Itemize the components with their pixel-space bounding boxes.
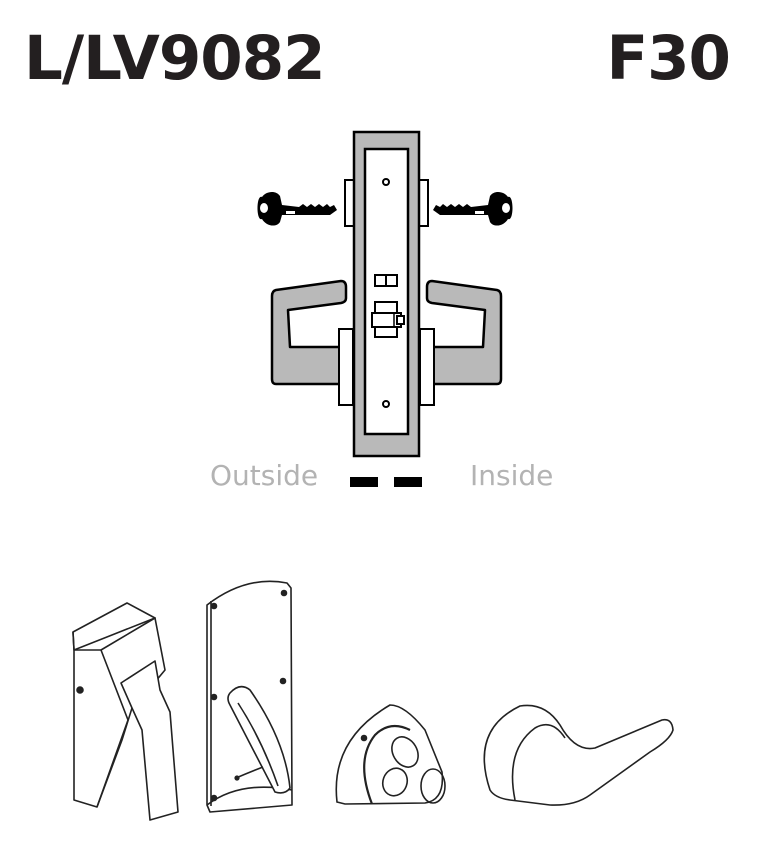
latch-bolt-icon	[371, 301, 405, 338]
inside-lever	[425, 279, 503, 386]
mortise-lock-body	[352, 130, 421, 458]
screw-hole-icon	[382, 400, 390, 408]
lever-rose-illustration	[483, 704, 674, 806]
exit-device-trim-illustration	[72, 602, 179, 821]
door-edge-marker-right	[394, 477, 422, 487]
model-number-title: L/LV9082	[24, 23, 326, 94]
outside-lever	[270, 279, 348, 386]
screw-hole-icon	[382, 178, 390, 186]
inside-rose	[419, 328, 435, 406]
function-code-title: F30	[606, 23, 731, 94]
door-edge-marker-left	[350, 477, 378, 487]
inside-label: Inside	[470, 459, 554, 492]
inside-key-icon	[433, 191, 513, 226]
outside-label: Outside	[210, 459, 319, 492]
outside-rose	[338, 328, 354, 406]
outside-key-icon	[257, 191, 337, 226]
escutcheon-lever-illustration	[206, 580, 293, 813]
knob-rose-illustration	[335, 704, 446, 805]
